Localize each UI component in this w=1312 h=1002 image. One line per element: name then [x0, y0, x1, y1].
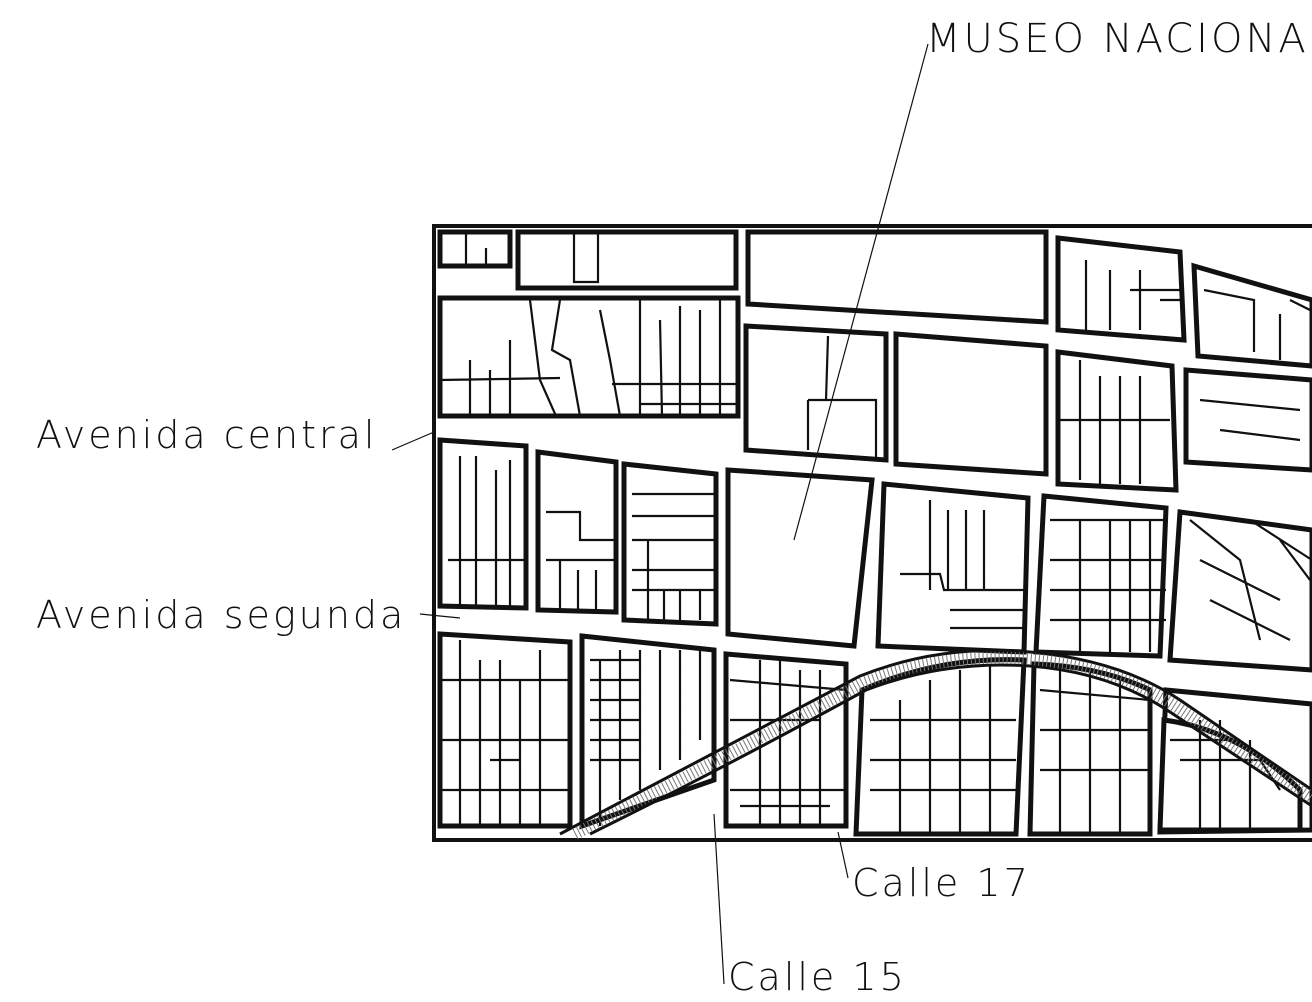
lot-lines	[439, 232, 1312, 834]
leader-lines	[391, 43, 929, 985]
calle-15-leader	[713, 813, 725, 985]
avenida-segunda-leader	[419, 613, 461, 619]
label-museo-nacional: MUSEO NACIONAL	[926, 16, 1312, 62]
label-avenida-central: Avenida central	[36, 413, 378, 457]
map-labels: MUSEO NACIONAL Avenida central Avenida s…	[36, 16, 1312, 999]
label-calle-15: Calle 15	[728, 955, 907, 999]
label-calle-17: Calle 17	[852, 861, 1031, 905]
label-avenida-segunda: Avenida segunda	[36, 593, 406, 637]
calle-17-leader	[837, 831, 849, 879]
avenida-central-leader	[391, 431, 435, 451]
hatched-corridor	[559, 648, 1312, 840]
museo-leader	[793, 43, 929, 541]
